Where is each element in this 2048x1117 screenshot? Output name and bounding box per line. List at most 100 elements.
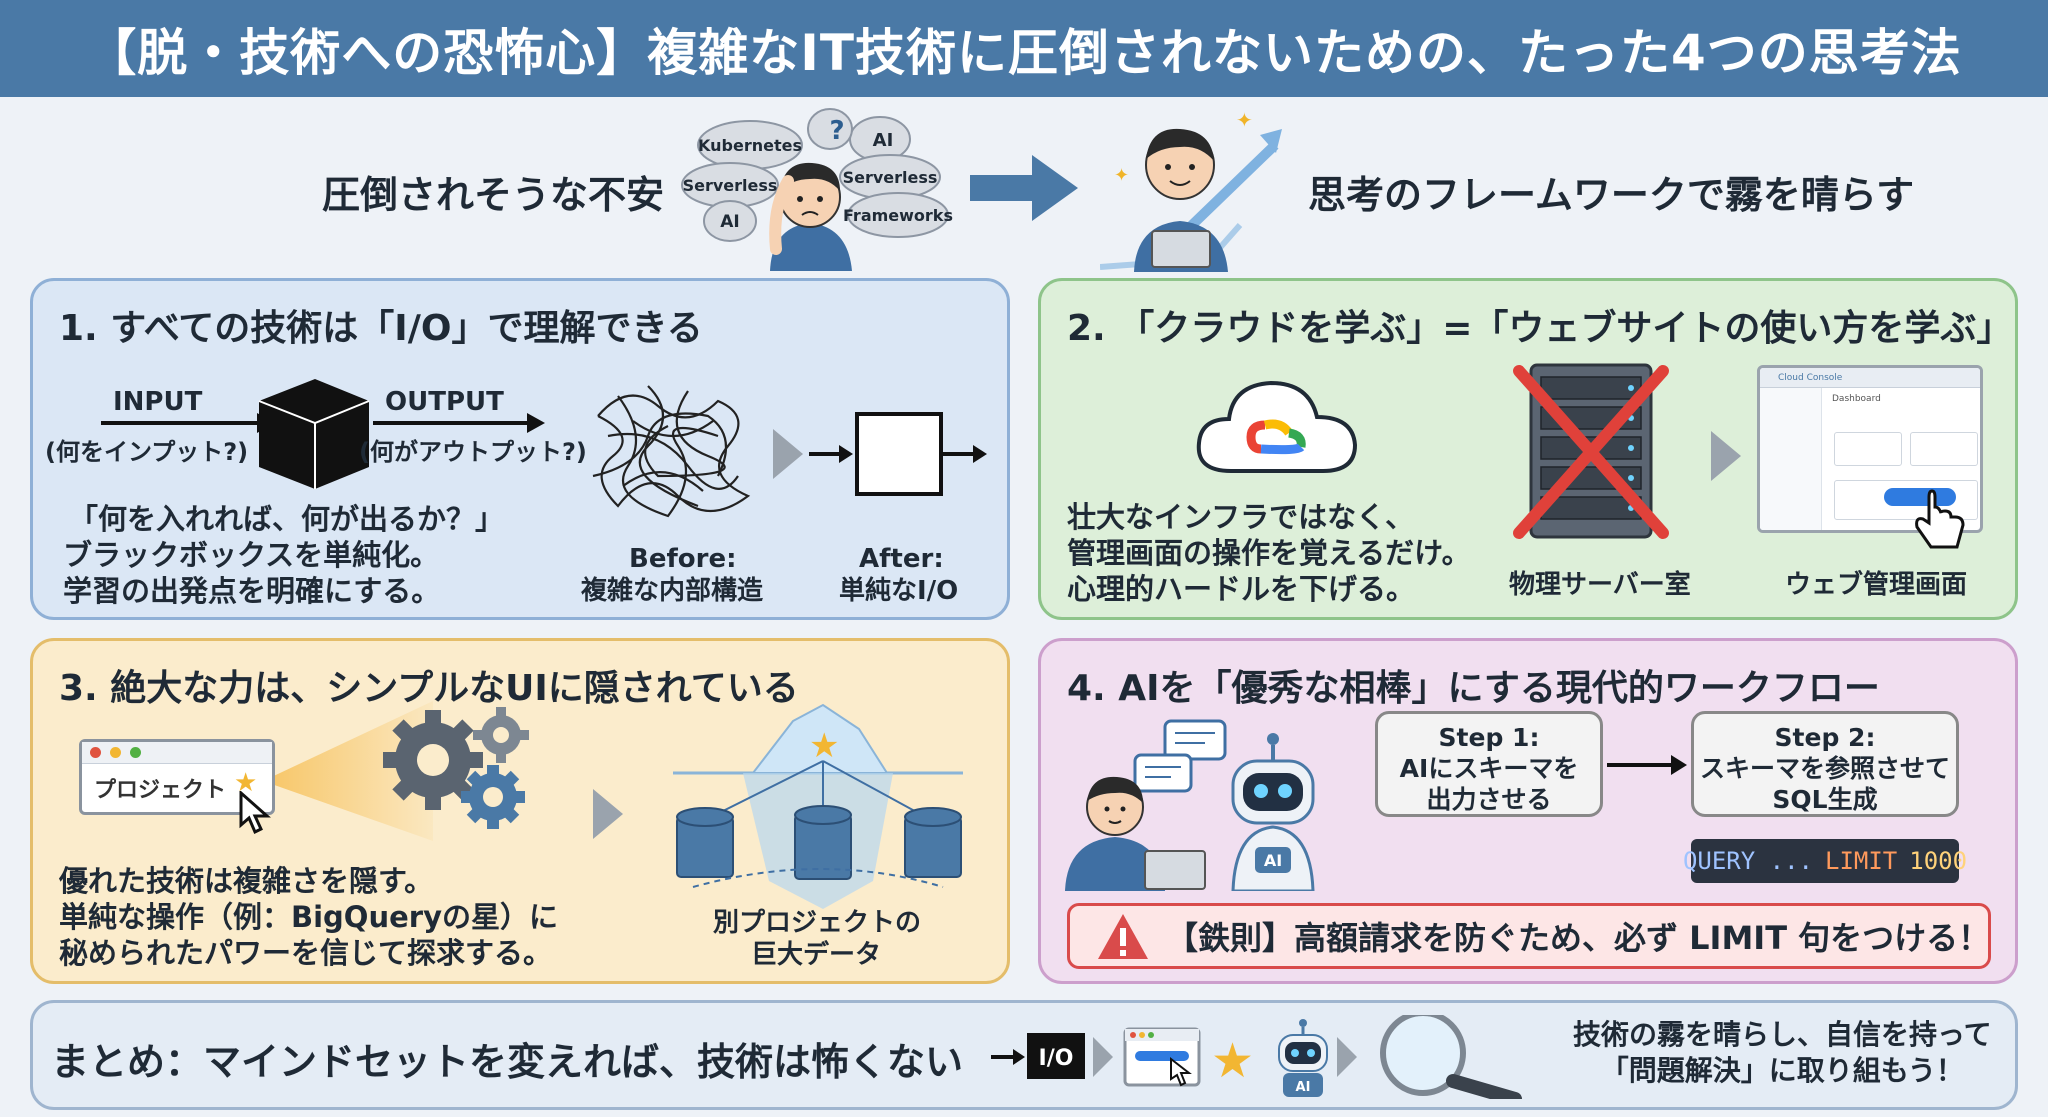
confused-person-illustration: Kubernetes Serverless AI Serverless Fram… <box>681 108 953 271</box>
panel-simple-ui-body-line-3: 秘められたパワーを信じて探求する。 <box>59 936 553 970</box>
server-to-web-arrow-icon <box>1711 431 1741 481</box>
panel-cloud-title: 2. 「クラウドを学ぶ」=「ウェブサイトの使い方を学ぶ」 <box>1067 308 2013 349</box>
data-label-line-2: 巨大データ <box>751 940 882 970</box>
limit-warning-box: 【鉄則】高額請求を防ぐため、必ず LIMIT 句をつける！ <box>1067 903 1991 969</box>
web-console-label: ウェブ管理画面 <box>1785 570 1968 600</box>
sql-query-snippet: QUERY ... LIMIT 1000 <box>1683 839 1967 883</box>
before-sub-label: 複雑な内部構造 <box>581 576 764 606</box>
transition-arrow-icon <box>970 155 1078 221</box>
summary-star-icon: ★ <box>1211 1033 1254 1089</box>
summary-closing-line-2: 「問題解決」に取り組もう！ <box>1600 1054 1964 1087</box>
summary-io-icon <box>1027 1033 1085 1079</box>
step-2-heading: Step 2: <box>1774 723 1876 752</box>
database-icon-center <box>794 805 852 880</box>
web-console-card-3 <box>1834 480 1978 520</box>
step-arrow-icon <box>1607 755 1687 775</box>
iceberg-database-icon: ★ <box>673 703 963 909</box>
summary-robot-icon <box>1278 1019 1328 1097</box>
summary-browser-icon <box>1123 1027 1201 1087</box>
hero-anxiety-text: 圧倒されそうな不安 <box>322 173 665 217</box>
panel-io-title: 1. すべての技術は「I/O」で理解できる <box>59 308 703 349</box>
pointer-hand-icon <box>1915 489 1965 549</box>
cloud-question-mark: ? <box>829 116 844 146</box>
warning-triangle-icon <box>1098 914 1148 959</box>
summary-title: まとめ：マインドセットを変えれば、技術は怖くない <box>51 1040 964 1084</box>
step-2-box: Step 2: スキーマを参照させて SQL生成 <box>1691 711 1959 817</box>
confident-person-illustration: ✦ ✦ <box>1100 108 1282 272</box>
server-room-label: 物理サーバー室 <box>1509 570 1691 600</box>
panel-simple-ui-body-line-1: 優れた技術は複雑さを隠す。 <box>59 864 434 898</box>
cursor-arrow-icon <box>239 791 271 835</box>
query-keyword: QUERY ... <box>1682 847 1813 875</box>
web-console-titlebar: Cloud Console <box>1760 368 1980 388</box>
panel-ai-workflow: 4. AIを「優秀な相棒」にする現代的ワークフロー AI Step <box>1038 638 2018 984</box>
after-sub-label: 単純なI/O <box>839 576 959 606</box>
panel-io-body-line-2: ブラックボックスを単純化。 <box>63 538 440 572</box>
step-1-box: Step 1: AIにスキーマを 出力させる <box>1375 711 1603 817</box>
cloud-word-ai-2: AI <box>873 130 894 151</box>
web-console-action-button[interactable] <box>1884 488 1956 506</box>
page-title: 【脱・技術への恐怖心】複雑なIT技術に圧倒されないための、たった4つの思考法 <box>86 23 1962 82</box>
title-bar: 【脱・技術への恐怖心】複雑なIT技術に圧倒されないための、たった4つの思考法 <box>0 0 2048 97</box>
summary-closing-line-1: 技術の霧を晴らし、自信を持って <box>1573 1018 1992 1051</box>
panel-simple-ui-body-line-2: 単純な操作（例：BigQueryの星）に <box>59 900 558 934</box>
panel-io: 1. すべての技術は「I/O」で理解できる INPUT (何をインプット?) O… <box>30 278 1010 620</box>
cloud-word-frameworks: Frameworks <box>843 206 953 225</box>
step-2-line-2: SQL生成 <box>1772 785 1878 814</box>
gears-icon <box>383 707 529 829</box>
summary-icon-row: I/O ★ AI <box>991 1015 1522 1099</box>
project-label[interactable]: プロジェクト <box>94 778 227 803</box>
chat-bubble-icon <box>1133 719 1227 793</box>
sparkle-icon: ✦ <box>1236 108 1253 132</box>
robot-ai-badge: AI <box>1264 851 1282 870</box>
before-after-arrow-icon <box>773 429 803 479</box>
database-icon-right <box>904 807 962 878</box>
step-2-line-1: スキーマを参照させて <box>1699 754 1950 783</box>
hero-clarity-text: 思考のフレームワークで霧を晴らす <box>1308 173 1915 217</box>
tangled-wires-icon <box>592 385 751 518</box>
input-label: INPUT <box>113 387 203 417</box>
panel-simple-ui: 3. 絶大な力は、シンプルなUIに隠されている プロジェクト ★ <box>30 638 1010 984</box>
spotlight-beam <box>263 701 433 841</box>
web-console-card-1 <box>1834 432 1902 466</box>
web-console-window: Cloud Console Dashboard <box>1757 365 1983 533</box>
summary-robot-badge: AI <box>1296 1080 1311 1095</box>
simple-io-box-icon <box>809 412 987 496</box>
panel-simple-ui-title: 3. 絶大な力は、シンプルなUIに隠されている <box>59 668 799 709</box>
magnifying-glass-icon <box>1380 1015 1522 1099</box>
before-label: Before: <box>629 544 737 574</box>
output-label: OUTPUT <box>385 387 504 417</box>
web-console-card-2 <box>1910 432 1978 466</box>
laptop-icon <box>1151 230 1211 268</box>
panel-cloud-body-line-2: 管理画面の操作を覚えるだけ。 <box>1067 536 1471 570</box>
worker-person <box>1065 776 1206 891</box>
window-dots <box>82 742 272 764</box>
data-label-line-1: 別プロジェクトの <box>713 908 922 938</box>
thought-clouds <box>681 108 949 242</box>
after-label: After: <box>859 544 944 574</box>
step-1-line-2: 出力させる <box>1426 785 1552 814</box>
web-console-header: Dashboard <box>1832 394 1881 404</box>
io-black-box-diagram <box>101 379 545 489</box>
summary-closing-text: 技術の霧を晴らし、自信を持って 「問題解決」に取り組もう！ <box>1573 1017 1992 1089</box>
panel-cloud-body-line-1: 壮大なインフラではなく、 <box>1067 500 1415 534</box>
physical-server-crossed-icon <box>1513 363 1669 539</box>
cloud-word-kubernetes: Kubernetes <box>698 136 802 155</box>
database-icon-left <box>676 807 734 878</box>
cloud-word-serverless-2: Serverless <box>843 168 938 187</box>
confused-person <box>769 162 852 271</box>
panel-io-body-line-3: 学習の出発点を明確にする。 <box>63 574 441 608</box>
panel-ai-workflow-title: 4. AIを「優秀な相棒」にする現代的ワークフロー <box>1067 668 1880 709</box>
sparkle-icon-2: ✦ <box>1114 165 1129 186</box>
query-limit-keyword: LIMIT <box>1825 847 1898 875</box>
panel-io-body-line-1: 「何を入れれば、何が出るか？」 <box>69 502 505 536</box>
output-sub-label: (何がアウトプット?) <box>359 438 587 466</box>
step-1-line-1: AIにスキーマを <box>1399 754 1579 783</box>
cloud-word-ai-1: AI <box>720 212 739 232</box>
hero-section: 圧倒されそうな不安 Kubernetes Serverless AI Serve… <box>0 97 2048 272</box>
web-console-sidebar <box>1760 388 1822 530</box>
panel-cloud-body-line-3: 心理的ハードルを下げる。 <box>1067 572 1416 606</box>
ui-to-data-arrow-icon <box>593 789 623 839</box>
panel-cloud: 2. 「クラウドを学ぶ」=「ウェブサイトの使い方を学ぶ」 壮大なインフラではなく… <box>1038 278 2018 620</box>
step-1-heading: Step 1: <box>1438 723 1540 752</box>
